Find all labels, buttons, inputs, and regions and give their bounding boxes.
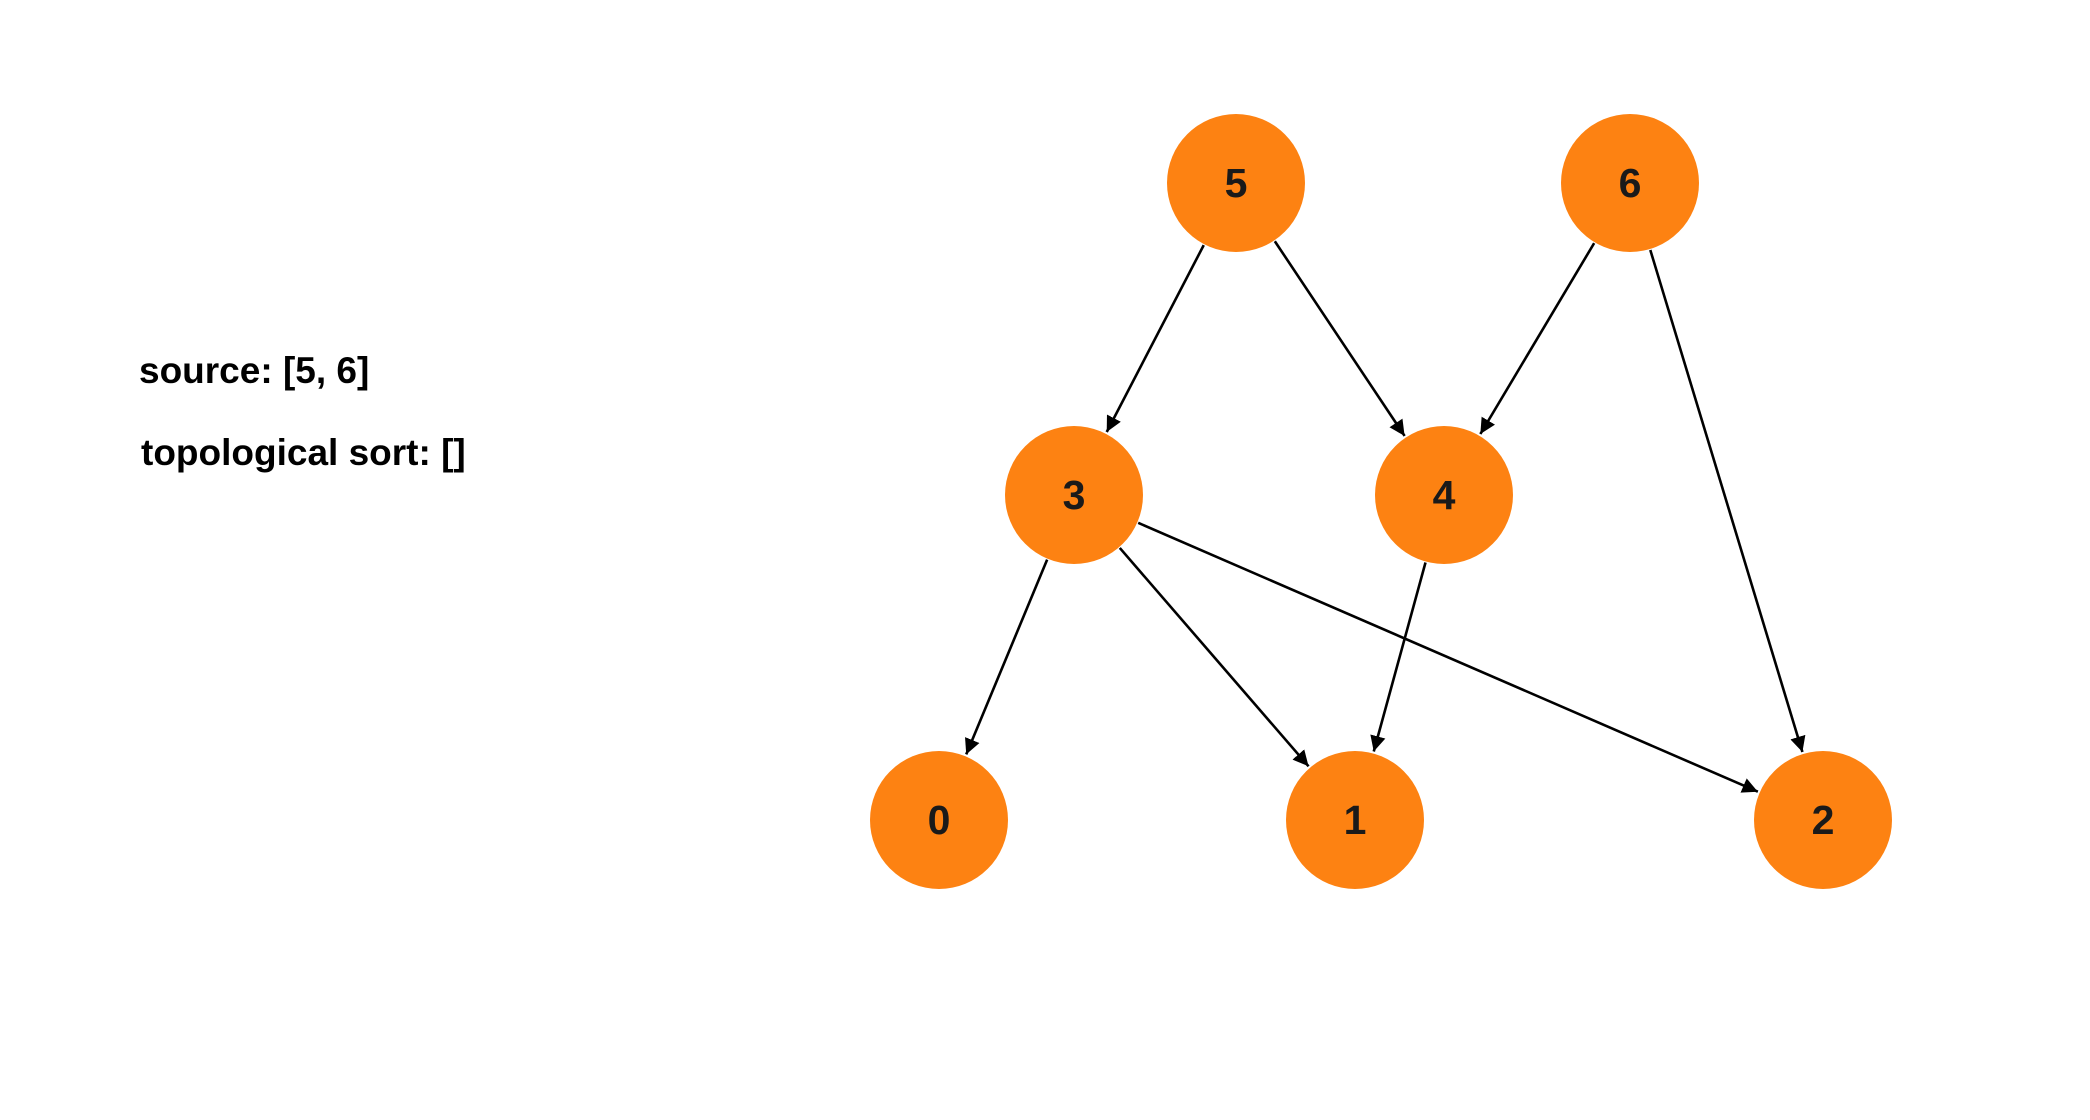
node-label-5: 5 — [1225, 160, 1248, 206]
topological-sort-label: topological sort: — [141, 432, 431, 473]
node-label-4: 4 — [1433, 472, 1456, 518]
node-label-2: 2 — [1812, 797, 1835, 843]
edge-5-to-3 — [1105, 244, 1205, 433]
edge-6-to-2 — [1649, 249, 1806, 753]
node-6: 6 — [1561, 114, 1699, 252]
source-label: source: — [139, 350, 273, 391]
node-3: 3 — [1005, 426, 1143, 564]
node-5: 5 — [1167, 114, 1305, 252]
edge-6-to-4 — [1479, 242, 1596, 435]
source-line: source: [5, 6] — [139, 352, 369, 389]
node-label-1: 1 — [1344, 797, 1367, 843]
node-label-6: 6 — [1619, 160, 1642, 206]
node-circle-5 — [1167, 114, 1305, 252]
edge-3-to-1 — [1118, 547, 1310, 768]
nodes-layer: 5 6 3 4 0 1 2 — [870, 114, 1892, 889]
node-circle-0 — [870, 751, 1008, 889]
topological-sort-line: topological sort: [] — [141, 434, 466, 471]
edges-layer — [965, 240, 1806, 793]
node-label-0: 0 — [928, 797, 951, 843]
node-circle-6 — [1561, 114, 1699, 252]
node-circle-1 — [1286, 751, 1424, 889]
source-value: [5, 6] — [282, 350, 370, 391]
edge-3-to-0 — [965, 559, 1049, 755]
node-1: 1 — [1286, 751, 1424, 889]
node-circle-3 — [1005, 426, 1143, 564]
node-label-3: 3 — [1063, 472, 1086, 518]
edge-3-to-2 — [1137, 521, 1759, 793]
node-circle-4 — [1375, 426, 1513, 564]
node-4: 4 — [1375, 426, 1513, 564]
topological-sort-value: [] — [441, 432, 466, 473]
node-0: 0 — [870, 751, 1008, 889]
node-circle-2 — [1754, 751, 1892, 889]
node-2: 2 — [1754, 751, 1892, 889]
edge-5-to-4 — [1273, 240, 1406, 437]
edge-4-to-1 — [1370, 562, 1427, 752]
